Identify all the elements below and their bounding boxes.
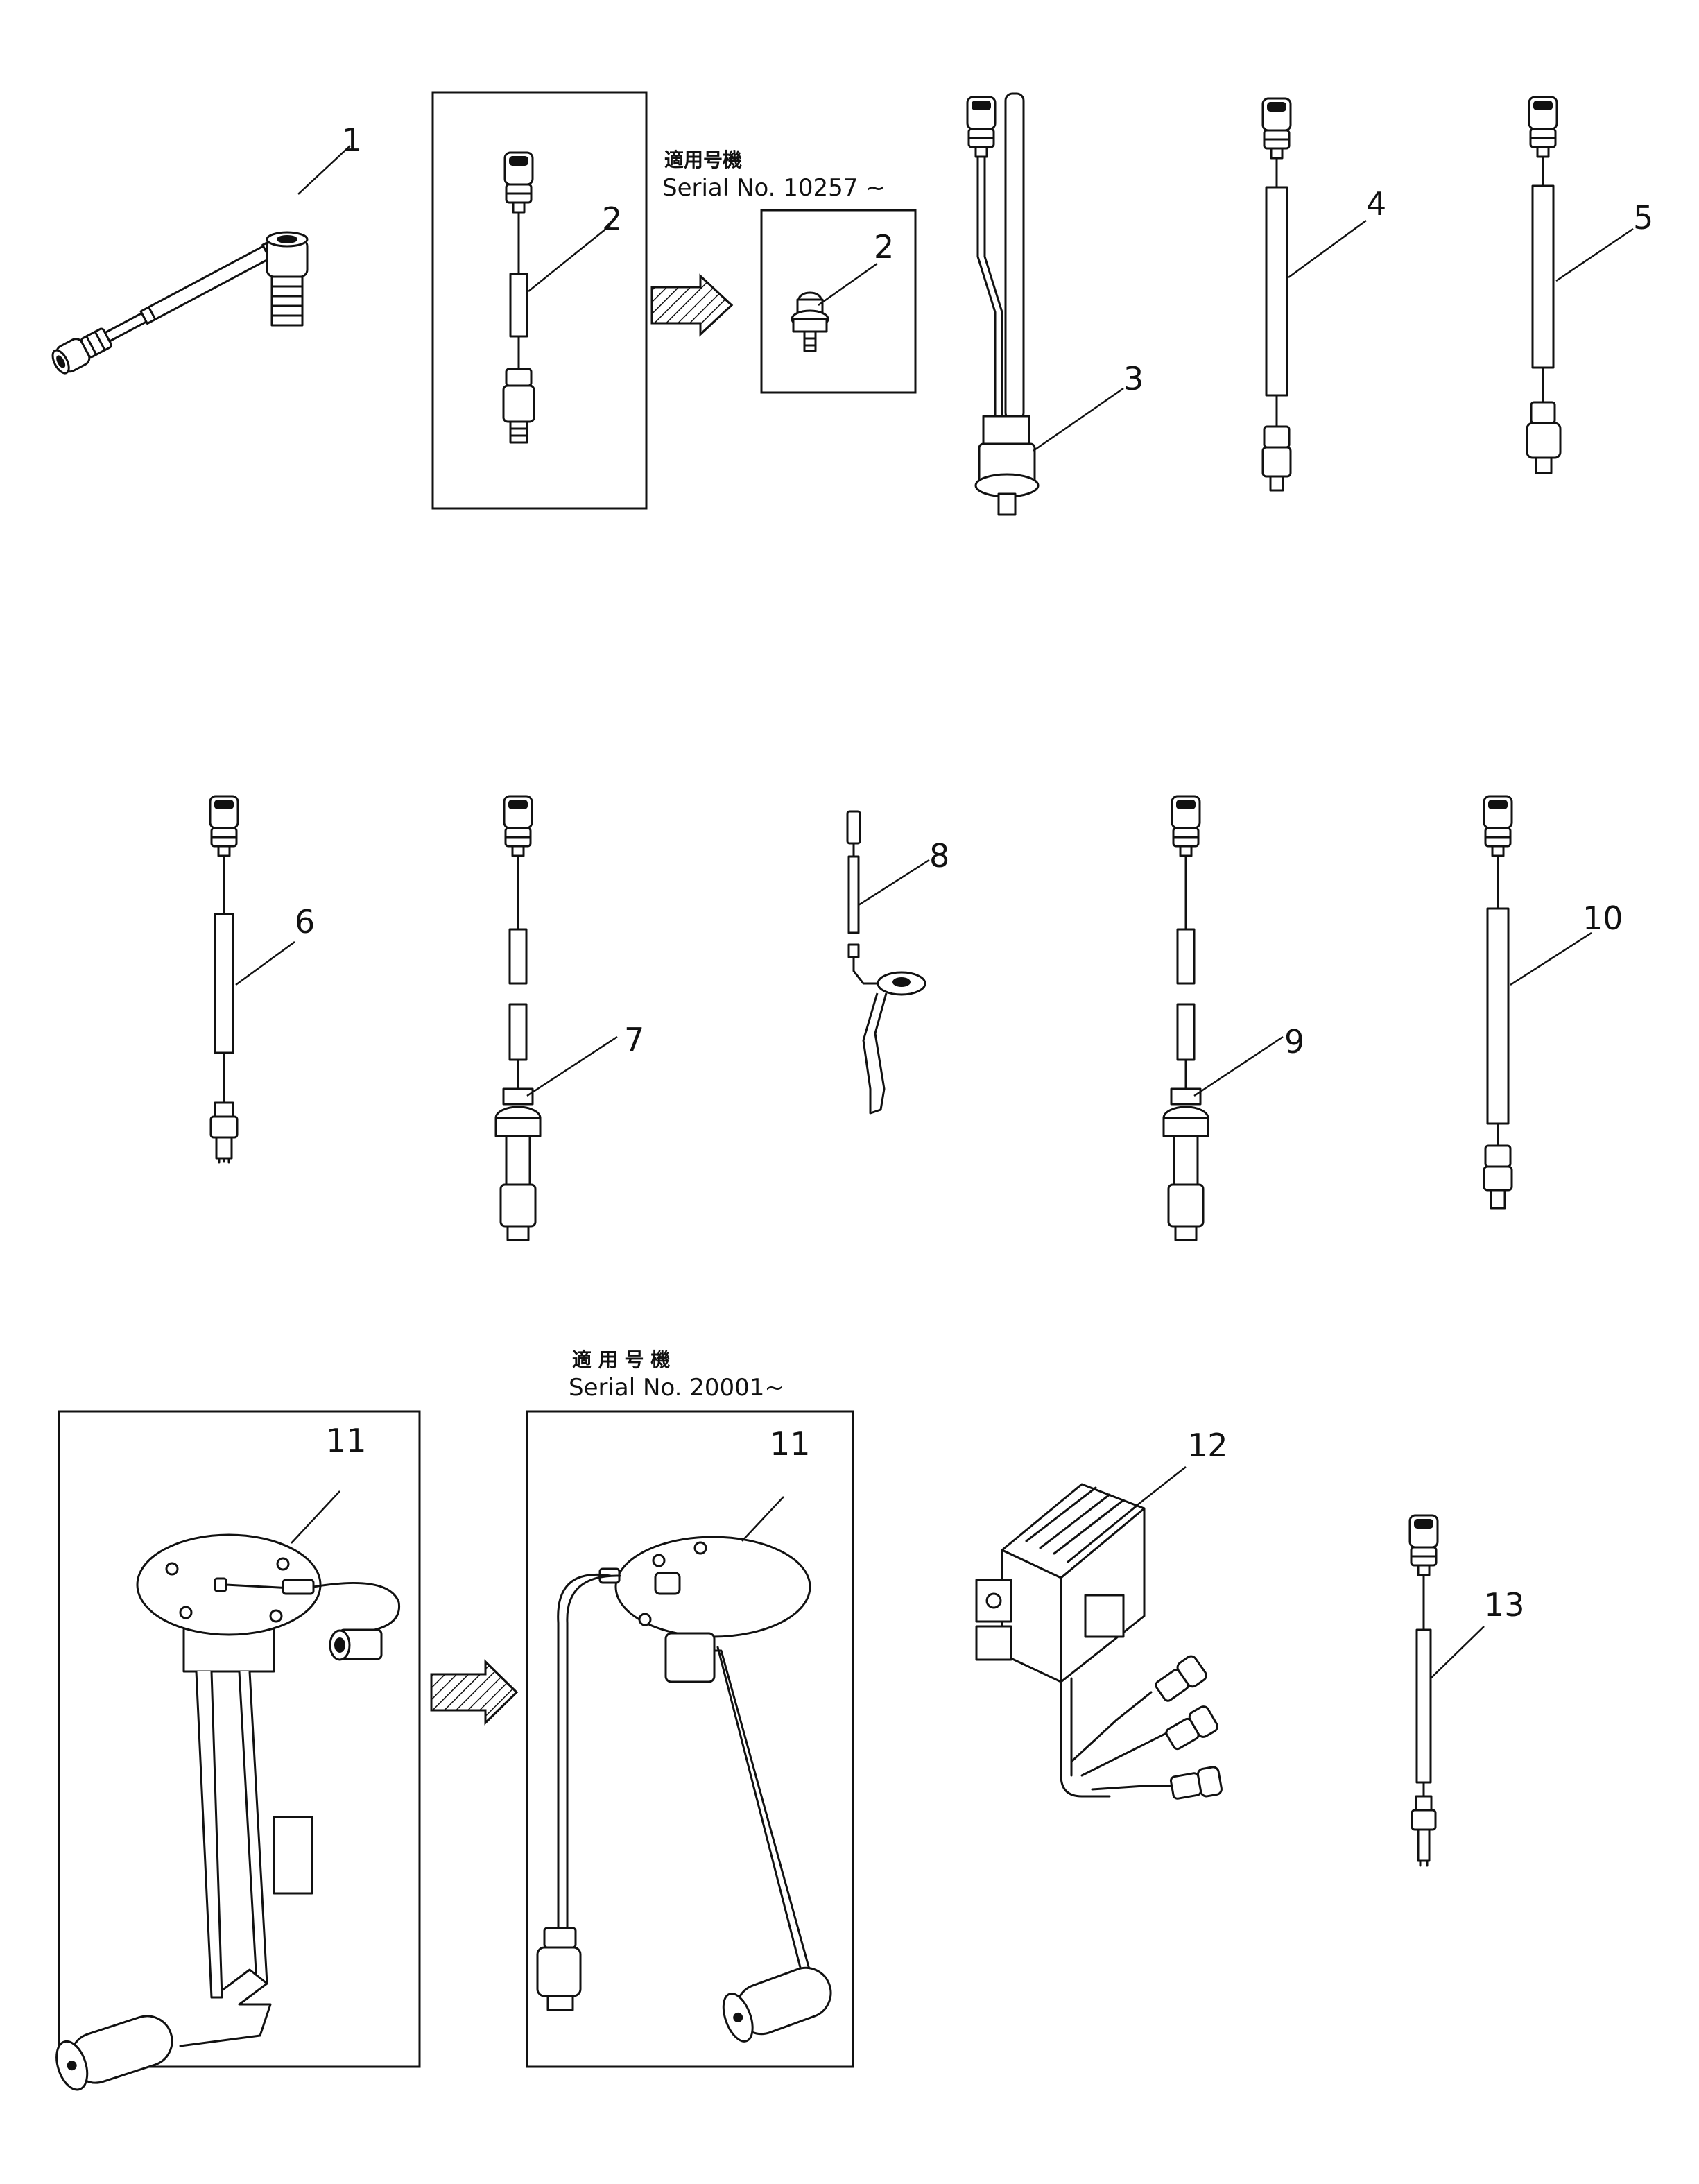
callout-12: 12 [1187,1427,1228,1464]
callout-5: 5 [1633,199,1653,237]
hatched-arrow-icon [650,273,734,337]
part-10-sensor [1483,795,1592,1210]
part-7-sensor [494,795,618,1241]
callout-7: 7 [624,1021,644,1058]
part-11-old-frame [58,1410,421,2068]
callout-2-old: 2 [602,200,622,238]
part-6-sensor [209,795,295,1164]
part-13-sensor [1408,1514,1485,1867]
part-11-new-frame [526,1410,854,2068]
callout-4: 4 [1366,185,1386,223]
part-2-sensor-new [791,262,878,352]
part-11-fuel-gauge-new [536,1496,832,2043]
part-3-sensor [966,92,1124,516]
part-9-sensor [1162,795,1284,1241]
part-2-sensor-old [502,151,611,444]
callout-11-old: 11 [326,1422,367,1459]
part-8-sensor [846,810,930,1115]
part-4-sensor [1261,97,1367,492]
part-12-controller [975,1466,1223,1800]
callout-11-new: 11 [770,1425,811,1463]
callout-2-new: 2 [874,228,894,266]
callout-10: 10 [1582,900,1623,937]
note-1-jp: 適用号機 [664,148,742,171]
note-2-jp: 適 用 号 機 [572,1348,670,1371]
callout-13: 13 [1484,1586,1525,1624]
part-1-sensor [51,145,351,375]
callout-9: 9 [1284,1023,1304,1060]
part-2-frame [431,91,648,510]
callout-8: 8 [929,837,949,875]
part-2-new-frame [760,209,917,394]
callout-1: 1 [342,121,362,159]
part-5-sensor [1526,96,1634,474]
hatched-arrow-icon-2 [430,1659,519,1726]
callout-6: 6 [295,903,315,940]
callout-3: 3 [1123,360,1144,397]
note-1-serial: Serial No. 10257 ~ [662,174,886,202]
note-2-serial: Serial No. 20001~ [569,1374,784,1402]
part-11-fuel-gauge-old [55,1490,401,2091]
